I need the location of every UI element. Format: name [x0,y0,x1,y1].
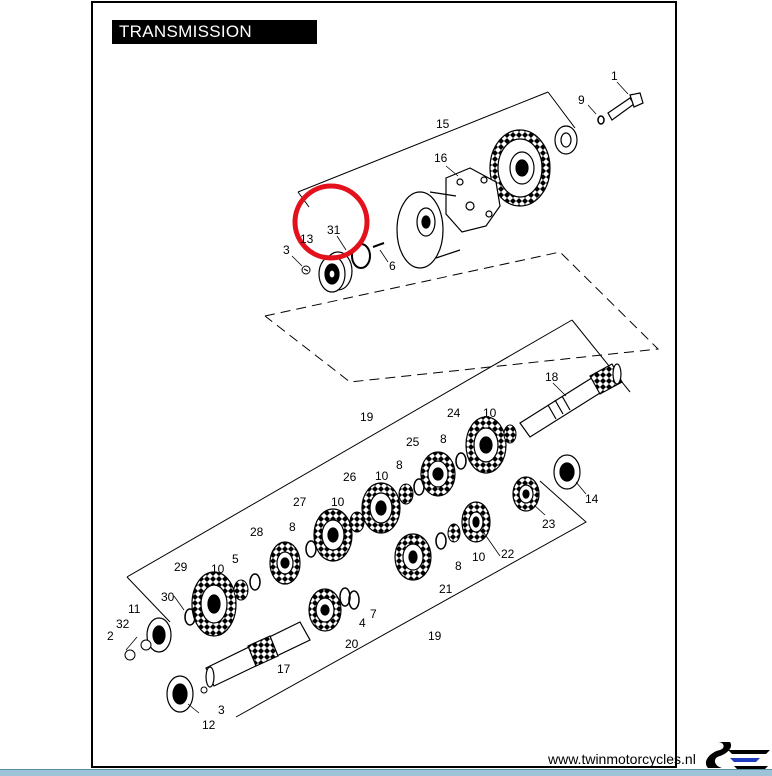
window-bottom-bar [0,769,772,776]
callout-8-a: 8 [440,432,447,446]
callout-7: 7 [370,607,377,621]
part-10-bearing-f [447,523,461,543]
leader-lines [125,81,629,714]
callout-8-b: 8 [396,458,403,472]
part-1-bolt [607,92,644,121]
part-10-bearing-b [398,483,414,505]
part-8-washer-a [455,452,467,470]
callout-13: 13 [300,232,314,246]
callout-10-e: 10 [211,562,225,576]
dashed-guide-upper [264,251,660,383]
part-10-bearing-a [503,424,517,444]
part-3-screw-lower [200,686,208,694]
callout-12: 12 [202,718,216,732]
part-10-bearing-c [349,511,365,533]
callout-17: 17 [277,662,291,676]
callout-9: 9 [578,93,585,107]
callout-10-b: 10 [375,469,389,483]
callout-10-c: 10 [331,495,345,509]
part-23-gear [512,476,540,512]
part-10-bearing-e [233,579,249,601]
callout-32: 32 [116,617,130,631]
part-8-washer-d [435,532,447,550]
part-2-bolt [124,649,136,661]
part-20-gear [308,588,342,632]
part-16-plate [445,167,501,233]
part-8-washer-b [413,478,425,496]
diagram-frame [91,1,677,768]
part-18-mainshaft [519,363,623,438]
callout-27: 27 [293,495,307,509]
callout-26: 26 [343,470,357,484]
callout-11: 11 [128,602,141,616]
part-5-washer [249,573,261,591]
part-11-bearing [146,617,172,653]
part-29-gear [191,571,237,637]
callout-19-lower: 19 [428,629,442,643]
callout-5: 5 [232,552,239,566]
part-bearing-upper [554,125,578,155]
callout-3-lower: 3 [218,703,225,717]
part-8-washer-c [305,540,317,558]
part-6-pin [372,242,385,248]
callout-30: 30 [161,590,175,604]
callout-10-f: 10 [472,550,486,564]
part-28-gear [269,541,301,585]
callout-8-d: 8 [455,559,462,573]
callout-3-upper: 3 [283,243,290,257]
callout-16: 16 [434,151,448,165]
callout-21: 21 [439,582,453,596]
part-25-gear [420,451,456,497]
callout-31: 31 [327,223,341,237]
callout-20: 20 [345,637,359,651]
part-30-washer [184,608,196,626]
diagram-title: TRANSMISSION GEARS [112,20,317,65]
callout-25: 25 [406,435,420,449]
part-3-screw [301,265,311,275]
part-14-bearing [553,454,581,490]
part-4-ring [339,587,351,607]
part-bearing-31 [318,251,353,293]
part-7-ring [348,590,360,610]
callout-18: 18 [545,370,559,384]
highlight-circle [292,183,370,261]
callout-14: 14 [585,492,599,506]
callout-4: 4 [359,616,366,630]
callout-15: 15 [436,117,450,131]
callout-8-c: 8 [289,520,296,534]
callout-28: 28 [250,525,264,539]
part-27-gear [313,508,353,562]
callout-6: 6 [389,259,396,273]
callout-labels: 1 9 15 16 31 3 13 6 18 19 24 10 25 8 10 … [107,69,618,732]
callout-23: 23 [542,517,556,531]
bracket-19-lower [235,480,587,718]
callout-19-upper: 19 [360,410,374,424]
part-9-washer [597,115,605,125]
part-12-bearing [166,675,194,713]
part-15-hub [489,129,551,207]
part-21-gear [394,533,432,581]
callout-10-a: 10 [483,406,497,420]
website-url[interactable]: www.twinmotorcycles.nl [548,751,696,767]
part-26-gear [361,482,401,534]
part-17-countershaft [205,621,311,688]
callout-2: 2 [107,629,114,643]
part-clutch-disk [396,191,461,269]
callout-22: 22 [501,547,515,561]
part-22-gear [461,501,491,543]
callout-1: 1 [611,69,618,83]
callout-24: 24 [447,406,461,420]
part-24-gear [465,416,507,474]
part-32-washer [140,639,152,651]
callout-29: 29 [174,560,188,574]
